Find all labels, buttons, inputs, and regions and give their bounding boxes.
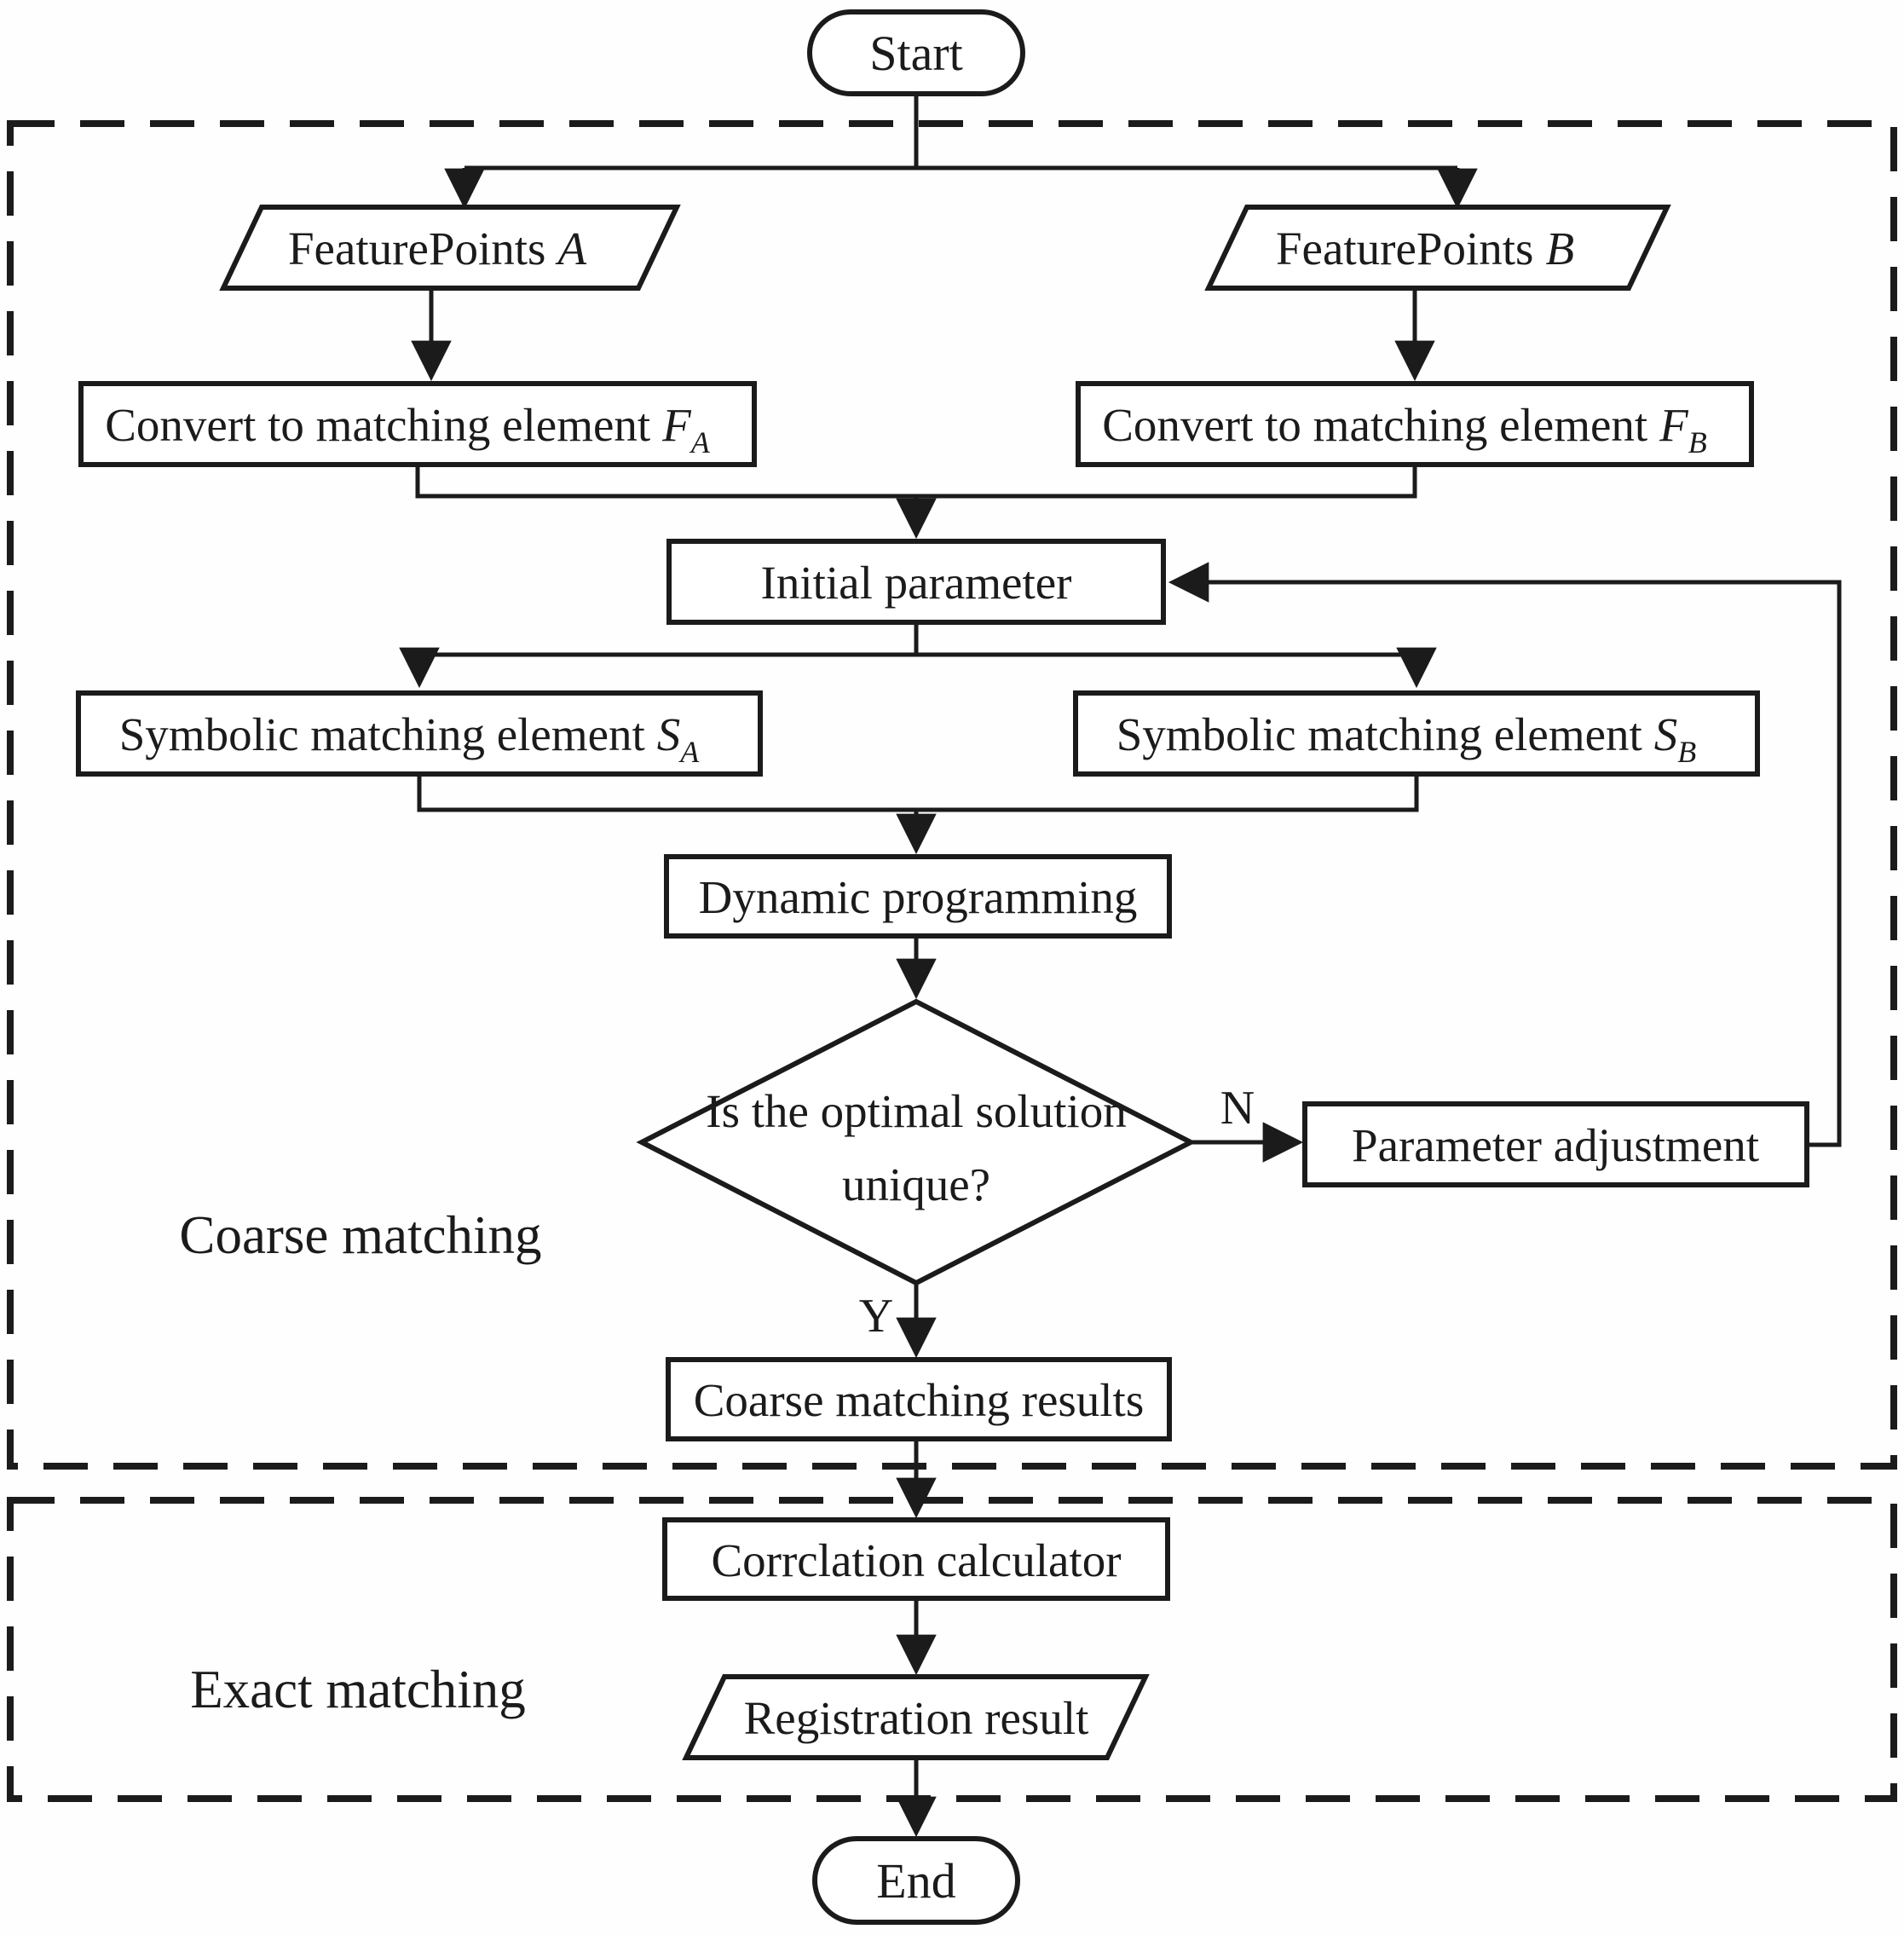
symbolic-a-var: S	[657, 708, 681, 760]
initial-parameter-label: Initial parameter	[761, 557, 1072, 609]
dynamic-programming-box	[664, 854, 1172, 939]
exact-matching-section-border	[7, 1497, 1897, 1802]
decision-line2: unique?	[842, 1158, 990, 1210]
parameter-adjustment-label: Parameter adjustment	[1352, 1119, 1759, 1171]
symbolic-b-var: S	[1654, 708, 1678, 760]
start-label: Start	[869, 26, 963, 81]
decision-line1: Is the optimal solution	[706, 1085, 1126, 1137]
featurepoints-b-var: B	[1545, 222, 1574, 274]
convert-a-text: Convert to matching element	[105, 399, 650, 451]
node-dynamic-programming: Dynamic programming	[664, 854, 1172, 939]
convert-b-subscript: B	[1688, 425, 1707, 459]
registration-result-parallelogram	[682, 1674, 1150, 1760]
featurepoints-a-text: FeaturePoints	[288, 222, 545, 274]
correlation-calculator-box	[662, 1517, 1170, 1601]
convert-a-subscript: A	[689, 425, 711, 459]
convert-b-var: F	[1659, 399, 1689, 451]
symbolic-b-subscript: B	[1677, 735, 1696, 769]
edge-merge-convert	[415, 465, 1417, 499]
edge-feedback-to-initial-parameter	[1168, 562, 1842, 1147]
symbolic-b-text: Symbolic matching element	[1116, 708, 1642, 760]
coarse-results-box	[666, 1357, 1172, 1441]
node-start: Start	[807, 9, 1025, 96]
node-coarse-results: Coarse matching results	[666, 1357, 1172, 1441]
symbolic-b-box	[1073, 690, 1760, 777]
featurepoints-b-parallelogram	[1204, 205, 1671, 291]
coarse-matching-section-border	[7, 120, 1897, 1470]
decision-yes-label: Y	[859, 1290, 893, 1343]
symbolic-a-subscript: A	[678, 735, 700, 769]
symbolic-a-box	[76, 690, 763, 777]
connectors	[399, 94, 1842, 1838]
edge-merge-symbolic	[417, 774, 1419, 812]
featurepoints-a-parallelogram	[219, 205, 681, 291]
coarse-matching-section-label: Coarse matching	[179, 1205, 541, 1265]
node-decision: Is the optimal solution unique?	[636, 998, 1197, 1286]
exact-matching-section-label: Exact matching	[190, 1660, 526, 1719]
dynamic-programming-label: Dynamic programming	[699, 871, 1138, 923]
correlation-calculator-label: Corrclation calculator	[711, 1534, 1121, 1586]
registration-result-label: Registration result	[744, 1692, 1089, 1744]
convert-a-box	[78, 381, 757, 467]
node-registration-result: Registration result	[682, 1674, 1150, 1760]
node-correlation-calculator: Corrclation calculator	[662, 1517, 1170, 1601]
coarse-results-label: Coarse matching results	[694, 1374, 1145, 1426]
decision-no-label: N	[1220, 1082, 1255, 1135]
node-parameter-adjustment: Parameter adjustment	[1302, 1101, 1809, 1187]
node-end: End	[812, 1836, 1020, 1925]
start-terminator-shape	[807, 9, 1025, 96]
node-initial-parameter: Initial parameter	[666, 539, 1166, 625]
featurepoints-a-var: A	[554, 222, 586, 274]
end-label: End	[876, 1853, 955, 1909]
convert-b-box	[1076, 381, 1754, 467]
convert-b-text: Convert to matching element	[1102, 399, 1647, 451]
convert-a-var: F	[661, 399, 692, 451]
symbolic-a-text: Symbolic matching element	[119, 708, 645, 760]
initial-parameter-box	[666, 539, 1166, 625]
featurepoints-b-text: FeaturePoints	[1276, 222, 1533, 274]
end-terminator-shape	[812, 1836, 1020, 1925]
parameter-adjustment-box	[1302, 1101, 1809, 1187]
decision-diamond	[636, 998, 1197, 1286]
